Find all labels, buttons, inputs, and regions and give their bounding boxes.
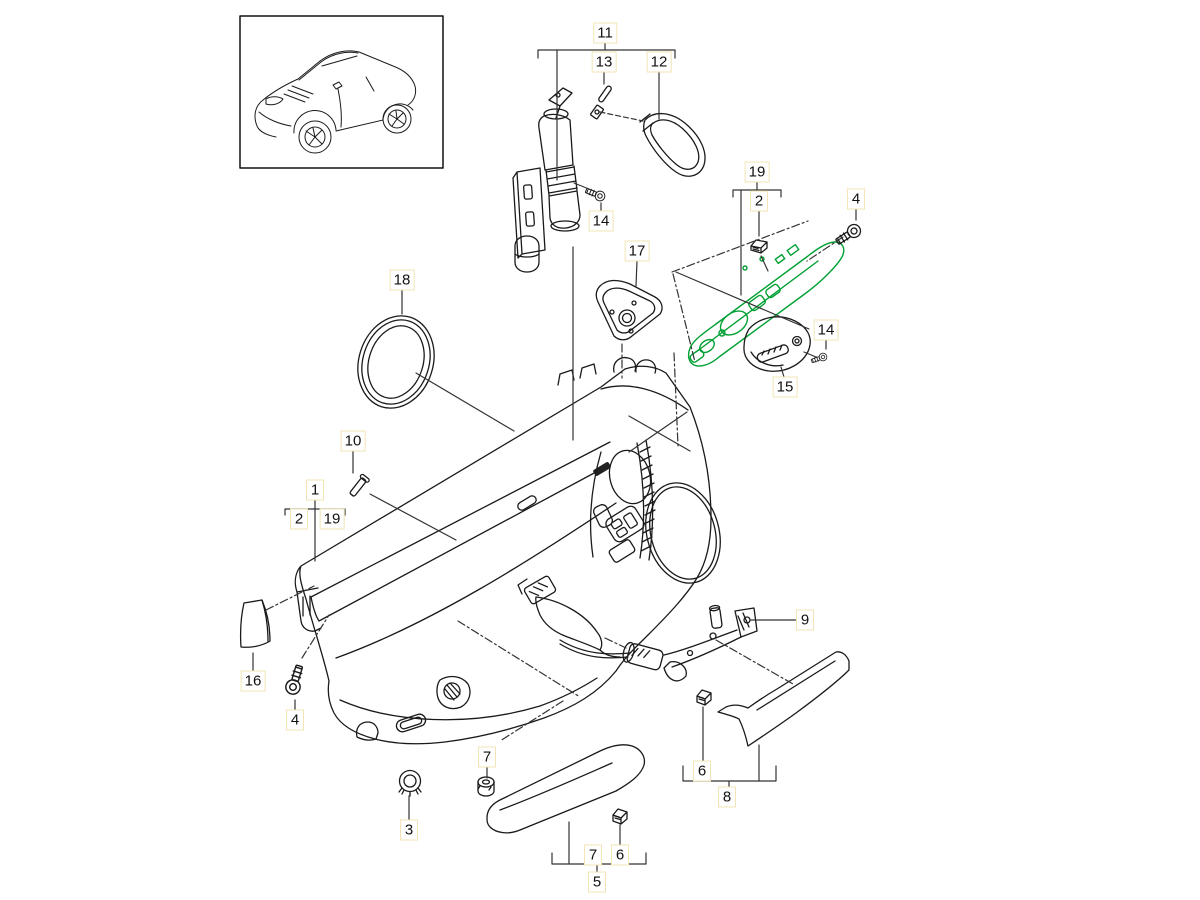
part-label-9[interactable]: 9 <box>796 609 814 631</box>
dashed-link-line <box>599 111 644 122</box>
part-label-8[interactable]: 8 <box>718 786 736 808</box>
pin-drawing-10 <box>349 473 370 497</box>
part-label-19-a[interactable]: 19 <box>744 161 770 183</box>
part-label-14-a[interactable]: 14 <box>588 210 614 232</box>
panel-logo <box>593 462 611 476</box>
clip-drawing-6-right <box>696 689 712 706</box>
car-inset <box>239 15 444 169</box>
part-label-4-b[interactable]: 4 <box>286 709 304 731</box>
part-label-11[interactable]: 11 <box>593 22 617 44</box>
mirror-triangle-drawing-17 <box>595 279 663 341</box>
grab-handle-drawing-9 <box>622 604 758 682</box>
screw-drawing-14-right <box>810 352 828 364</box>
dash-dot-lines <box>265 220 844 742</box>
part-label-4-a[interactable]: 4 <box>847 188 865 210</box>
part-label-7-b[interactable]: 7 <box>584 844 602 866</box>
part-label-13[interactable]: 13 <box>591 51 617 73</box>
screw-drawing-4-top <box>835 223 862 245</box>
part-label-6-a[interactable]: 6 <box>693 760 711 782</box>
leader-lines <box>252 49 857 865</box>
part-label-1[interactable]: 1 <box>306 479 324 501</box>
part-label-17[interactable]: 17 <box>624 240 650 262</box>
clip-drawing-6-bottom <box>612 808 628 825</box>
bracket-lines <box>284 41 782 874</box>
car-inset-box <box>239 15 444 169</box>
grommet-drawing-3 <box>398 769 422 797</box>
part-label-5[interactable]: 5 <box>588 871 606 893</box>
part-label-6-b[interactable]: 6 <box>611 844 629 866</box>
part-label-7-a[interactable]: 7 <box>478 746 496 768</box>
door-panel-drawing <box>294 356 721 745</box>
part-label-3[interactable]: 3 <box>400 819 418 841</box>
part-label-10[interactable]: 10 <box>340 430 366 452</box>
sill-trim-drawing-8 <box>717 651 850 747</box>
pad-drawing-16 <box>239 599 271 648</box>
bushing-drawing-7 <box>477 776 495 797</box>
part-label-2-b[interactable]: 2 <box>290 508 308 530</box>
part-label-2-a[interactable]: 2 <box>750 190 768 212</box>
speaker-ring-drawing-18 <box>357 315 435 409</box>
screw-drawing-4-left <box>285 664 304 695</box>
window-switch-bezel <box>605 505 645 543</box>
part-label-12[interactable]: 12 <box>646 51 672 73</box>
pull-cover-drawing-15 <box>743 316 811 372</box>
part-label-14-b[interactable]: 14 <box>813 319 839 341</box>
car-thumbnail-icon <box>254 50 417 154</box>
door-trim-strip-green-19[interactable] <box>687 241 845 367</box>
part-label-16[interactable]: 16 <box>240 670 266 692</box>
armrest-drawing-5 <box>486 744 646 834</box>
lock-actuator-drawing-11 <box>512 87 581 273</box>
pin-drawing-13 <box>590 85 612 120</box>
part-label-18[interactable]: 18 <box>389 269 415 291</box>
part-label-19-b[interactable]: 19 <box>319 508 345 530</box>
pull-strap-drawing-12 <box>639 113 706 177</box>
part-label-15[interactable]: 15 <box>772 376 798 398</box>
clip-drawing-2 <box>750 239 768 254</box>
